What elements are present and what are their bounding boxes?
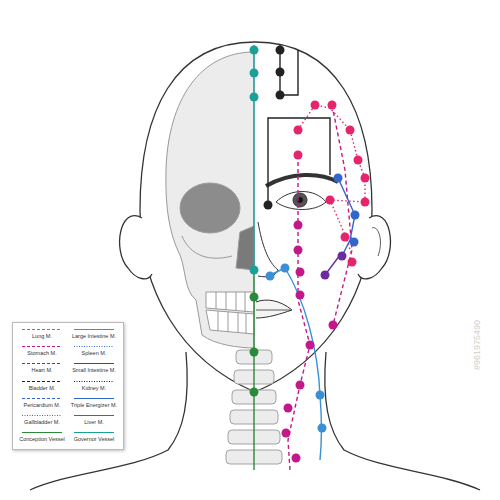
face-features bbox=[256, 310, 290, 311]
meridian-lines bbox=[268, 268, 322, 460]
legend-label: Liver M. bbox=[68, 419, 120, 425]
legend-entry: Bladder M. bbox=[16, 379, 68, 396]
legend-label: Heart M. bbox=[16, 367, 68, 373]
legend-entry: Large Intestine M. bbox=[68, 327, 120, 344]
legend-label: Kidney M. bbox=[68, 385, 120, 391]
legend-sample-line bbox=[74, 415, 114, 416]
head-outline bbox=[372, 228, 380, 256]
legend-label: Large Intestine M. bbox=[68, 333, 120, 339]
legend-sample bbox=[22, 413, 62, 418]
legend-sample bbox=[74, 379, 114, 384]
head-outline bbox=[325, 352, 480, 490]
head-outline bbox=[120, 216, 152, 279]
skull bbox=[206, 310, 254, 334]
legend-sample bbox=[74, 344, 114, 349]
acupoint-group bbox=[294, 101, 370, 267]
legend-entry: Lung M. bbox=[16, 327, 68, 344]
legend-entry: Small Intestine M. bbox=[68, 361, 120, 378]
legend-sample-line bbox=[22, 363, 62, 364]
legend-sample-line bbox=[22, 346, 62, 347]
meridian-lines bbox=[332, 105, 352, 325]
acupoint-group bbox=[321, 252, 347, 280]
meridian-lines bbox=[298, 105, 365, 255]
legend-sample bbox=[22, 396, 62, 401]
acupoint-dots bbox=[250, 46, 370, 463]
legend-entry: Heart M. bbox=[16, 361, 68, 378]
legend-sample bbox=[22, 361, 62, 366]
legend-sample-line bbox=[74, 329, 114, 330]
skull bbox=[216, 292, 246, 334]
legend-sample bbox=[74, 361, 114, 366]
legend-entry: Liver M. bbox=[68, 413, 120, 430]
legend-entry: Governor Vessel bbox=[68, 430, 120, 447]
skull bbox=[166, 52, 254, 348]
watermark-id: #961975490 bbox=[472, 320, 482, 370]
legend-sample bbox=[22, 430, 62, 435]
meridian-lines bbox=[253, 45, 254, 276]
legend-sample bbox=[74, 430, 114, 435]
acupoint-group bbox=[250, 293, 259, 397]
legend-entry: Conception Vessel bbox=[16, 430, 68, 447]
legend-label: Governor Vessel bbox=[68, 436, 120, 442]
legend-label: Conception Vessel bbox=[16, 436, 68, 442]
legend-label: Small Intestine M. bbox=[68, 367, 120, 373]
legend-sample-line bbox=[22, 380, 62, 381]
skull bbox=[182, 236, 232, 258]
acupoint-group bbox=[282, 221, 338, 463]
acupoint-group bbox=[334, 174, 360, 247]
meridian-lines bbox=[268, 118, 330, 205]
head-outline bbox=[140, 42, 372, 392]
legend-sample-line bbox=[74, 398, 114, 399]
legend-sample bbox=[74, 327, 114, 332]
skull bbox=[180, 183, 240, 233]
legend-sample bbox=[22, 379, 62, 384]
legend-sample-line bbox=[22, 329, 62, 330]
legend-label: Pericardium M. bbox=[16, 402, 68, 408]
legend-box: Lung M.Large Intestine M. Stomach M.Splee… bbox=[12, 322, 124, 450]
legend-label: Spleen M. bbox=[68, 350, 120, 356]
face-features bbox=[293, 193, 307, 207]
legend-sample bbox=[74, 413, 114, 418]
skull bbox=[166, 52, 254, 348]
legend-entry: Stomach M. bbox=[16, 344, 68, 361]
skull bbox=[236, 226, 254, 270]
legend-label: Gallbladder M. bbox=[16, 419, 68, 425]
legend-sample bbox=[22, 327, 62, 332]
legend-sample-line bbox=[22, 432, 62, 433]
legend-sample bbox=[74, 396, 114, 401]
meridian-lines bbox=[254, 45, 365, 470]
legend-sample-line bbox=[74, 346, 114, 347]
skull bbox=[206, 292, 254, 312]
legend-sample-line bbox=[22, 398, 62, 399]
face-features bbox=[256, 300, 292, 318]
face-features bbox=[276, 192, 326, 210]
legend-sample-line bbox=[74, 363, 114, 364]
meridian-lines bbox=[253, 276, 254, 470]
head-outline bbox=[358, 216, 390, 279]
legend-sample-line bbox=[22, 415, 62, 416]
legend-label: Stomach M. bbox=[16, 350, 68, 356]
legend-entry: Spleen M. bbox=[68, 344, 120, 361]
legend-sample bbox=[22, 344, 62, 349]
meridian-lines bbox=[288, 155, 310, 470]
legend-entry: Gallbladder M. bbox=[16, 413, 68, 430]
legend-label: Lung M. bbox=[16, 333, 68, 339]
face-features bbox=[266, 175, 338, 186]
acupoint-group bbox=[266, 264, 327, 433]
legend-sample-line bbox=[74, 380, 114, 381]
legend-entry: Triple Energizer M. bbox=[68, 396, 120, 413]
legend-sample-line bbox=[74, 432, 114, 433]
face-features bbox=[258, 222, 278, 277]
legend-label: Triple Energizer M. bbox=[68, 402, 120, 408]
legend-entry: Pericardium M. bbox=[16, 396, 68, 413]
legend-entry: Kidney M. bbox=[68, 379, 120, 396]
legend-label: Bladder M. bbox=[16, 385, 68, 391]
acupoint-group bbox=[264, 46, 285, 210]
acupoint-group bbox=[250, 46, 259, 275]
head-outline bbox=[30, 42, 480, 490]
